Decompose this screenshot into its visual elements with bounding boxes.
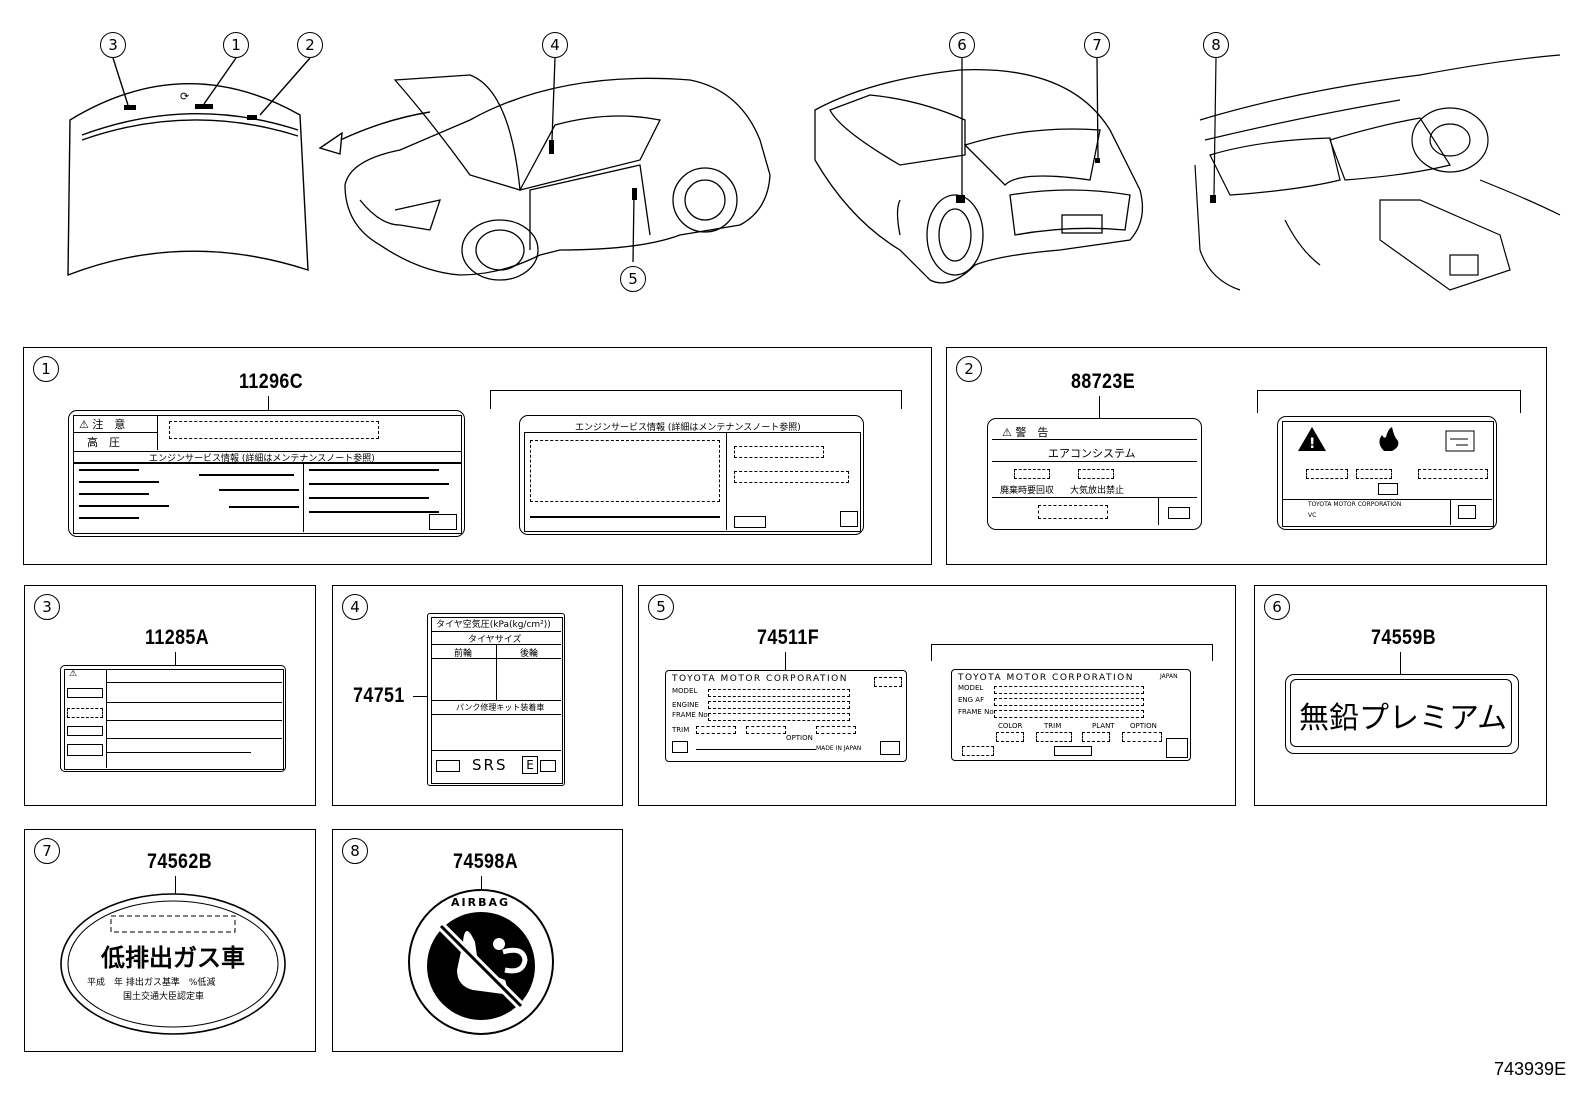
panel-2: 2 88723E ⚠ 警 告 エアコンシステム 廃棄時要回収 大気放出禁止 ! … — [946, 347, 1547, 565]
callout-7-top: 7 — [1084, 32, 1110, 58]
airbag-warning-sticker — [408, 889, 554, 1035]
callout-3-top: 3 — [100, 32, 126, 58]
callout-2-top: 2 — [297, 32, 323, 58]
callout-5-top: 5 — [620, 266, 646, 292]
low-emission-line2: 国土交通大臣認定車 — [123, 992, 205, 1002]
label-74562B-oval — [60, 893, 286, 1035]
no-release-text: 大気放出禁止 — [1070, 486, 1125, 496]
callout-1-top: 1 — [223, 32, 249, 58]
panel-1: 1 11296C ⚠ 注 意 高 圧 エンジンサービス情報 (詳細はメンテナンス… — [23, 347, 932, 565]
tire-pressure-title: タイヤ空気圧(kPa(kg/cm²)) — [436, 620, 551, 630]
svg-text:!: ! — [1309, 436, 1315, 452]
warning-text: ⚠ 警 告 — [1002, 426, 1049, 439]
panel-3: 3 11285A ⚠ — [24, 585, 316, 806]
part-number-74751: 74751 — [353, 684, 405, 707]
part-number-74559B: 74559B — [1371, 626, 1437, 649]
panel-callout-2: 2 — [956, 356, 982, 382]
callout-6-top: 6 — [949, 32, 975, 58]
panel-4: 4 74751 タイヤ空気圧(kPa(kg/cm²)) タイヤサイズ 前輪 後輪… — [332, 585, 623, 806]
aircon-system-text: エアコンシステム — [1048, 447, 1136, 460]
e-mark: E — [522, 756, 538, 774]
recover-text: 廃棄時要回収 — [1000, 486, 1055, 496]
label-74511F-alt: TOYOTA MOTOR CORPORATION JAPAN MODEL ENG… — [951, 669, 1191, 761]
low-emission-title: 低排出ガス車 — [101, 944, 245, 972]
label-88723E-alt: ! TOYOTA MOTOR CORPORATION VC — [1277, 416, 1497, 530]
maker-text-2: TOYOTA MOTOR CORPORATION — [1308, 501, 1402, 508]
panel-callout-5: 5 — [648, 594, 674, 620]
maker-text-5b: TOYOTA MOTOR CORPORATION — [958, 673, 1134, 683]
tire-size-text: タイヤサイズ — [468, 635, 522, 645]
panel-callout-6: 6 — [1264, 594, 1290, 620]
callout-8-top: 8 — [1203, 32, 1229, 58]
panel-callout-3: 3 — [34, 594, 60, 620]
diagram-code: 743939E — [1494, 1059, 1567, 1079]
panel-7: 7 74562B 低排出ガス車 平成 年 排出ガス基準 %低減 国土交通大臣認定… — [24, 829, 316, 1052]
part-number-11296C: 11296C — [239, 370, 304, 393]
label-74559B: 無鉛プレミアム — [1285, 674, 1519, 754]
svg-text:⟳: ⟳ — [180, 90, 189, 103]
caution-text: ⚠ 注 意 — [79, 418, 126, 431]
unleaded-premium-text: 無鉛プレミアム — [1299, 701, 1507, 736]
front-wheel-text: 前輪 — [454, 649, 473, 659]
part-number-88723E: 88723E — [1071, 370, 1136, 393]
label-11296C-front: ⚠ 注 意 高 圧 エンジンサービス情報 (詳細はメンテナンスノート参照) — [68, 410, 465, 537]
label-11285A: ⚠ — [60, 665, 286, 772]
panel-callout-4: 4 — [342, 594, 368, 620]
panel-callout-1: 1 — [33, 356, 59, 382]
low-emission-line1: 平成 年 排出ガス基準 %低減 — [87, 978, 216, 988]
part-number-74598A: 74598A — [453, 850, 519, 873]
panel-5: 5 74511F TOYOTA MOTOR CORPORATION MODEL … — [638, 585, 1236, 806]
part-number-74562B: 74562B — [147, 850, 213, 873]
label-11296C-alt: エンジンサービス情報 (詳細はメンテナンスノート参照) — [519, 415, 864, 535]
label-74511F-front: TOYOTA MOTOR CORPORATION MODEL ENGINE FR… — [665, 670, 907, 762]
callout-4-top: 4 — [542, 32, 568, 58]
srs-text: SRS — [472, 756, 508, 774]
airbag-arc-text: AIRBAG — [451, 896, 511, 909]
vc-text: VC — [1308, 512, 1317, 519]
maker-text-5: TOYOTA MOTOR CORPORATION — [672, 674, 848, 684]
part-number-11285A: 11285A — [145, 626, 210, 649]
rear-wheel-text: 後輪 — [520, 649, 539, 659]
panel-6: 6 74559B 無鉛プレミアム — [1254, 585, 1547, 806]
panel-callout-7: 7 — [34, 838, 60, 864]
repair-kit-text: パンク修理キット装着車 — [456, 703, 545, 712]
panel-callout-8: 8 — [342, 838, 368, 864]
label-74751: タイヤ空気圧(kPa(kg/cm²)) タイヤサイズ 前輪 後輪 パンク修理キッ… — [427, 613, 565, 786]
engine-info-text-alt: エンジンサービス情報 (詳細はメンテナンスノート参照) — [575, 423, 801, 433]
label-88723E-front: ⚠ 警 告 エアコンシステム 廃棄時要回収 大気放出禁止 — [987, 418, 1202, 530]
part-number-74511F: 74511F — [757, 626, 820, 649]
engine-info-text: エンジンサービス情報 (詳細はメンテナンスノート参照) — [149, 454, 375, 464]
high-pressure-text: 高 圧 — [87, 436, 120, 449]
panel-8: 8 74598A AIRBAG — [332, 829, 623, 1052]
